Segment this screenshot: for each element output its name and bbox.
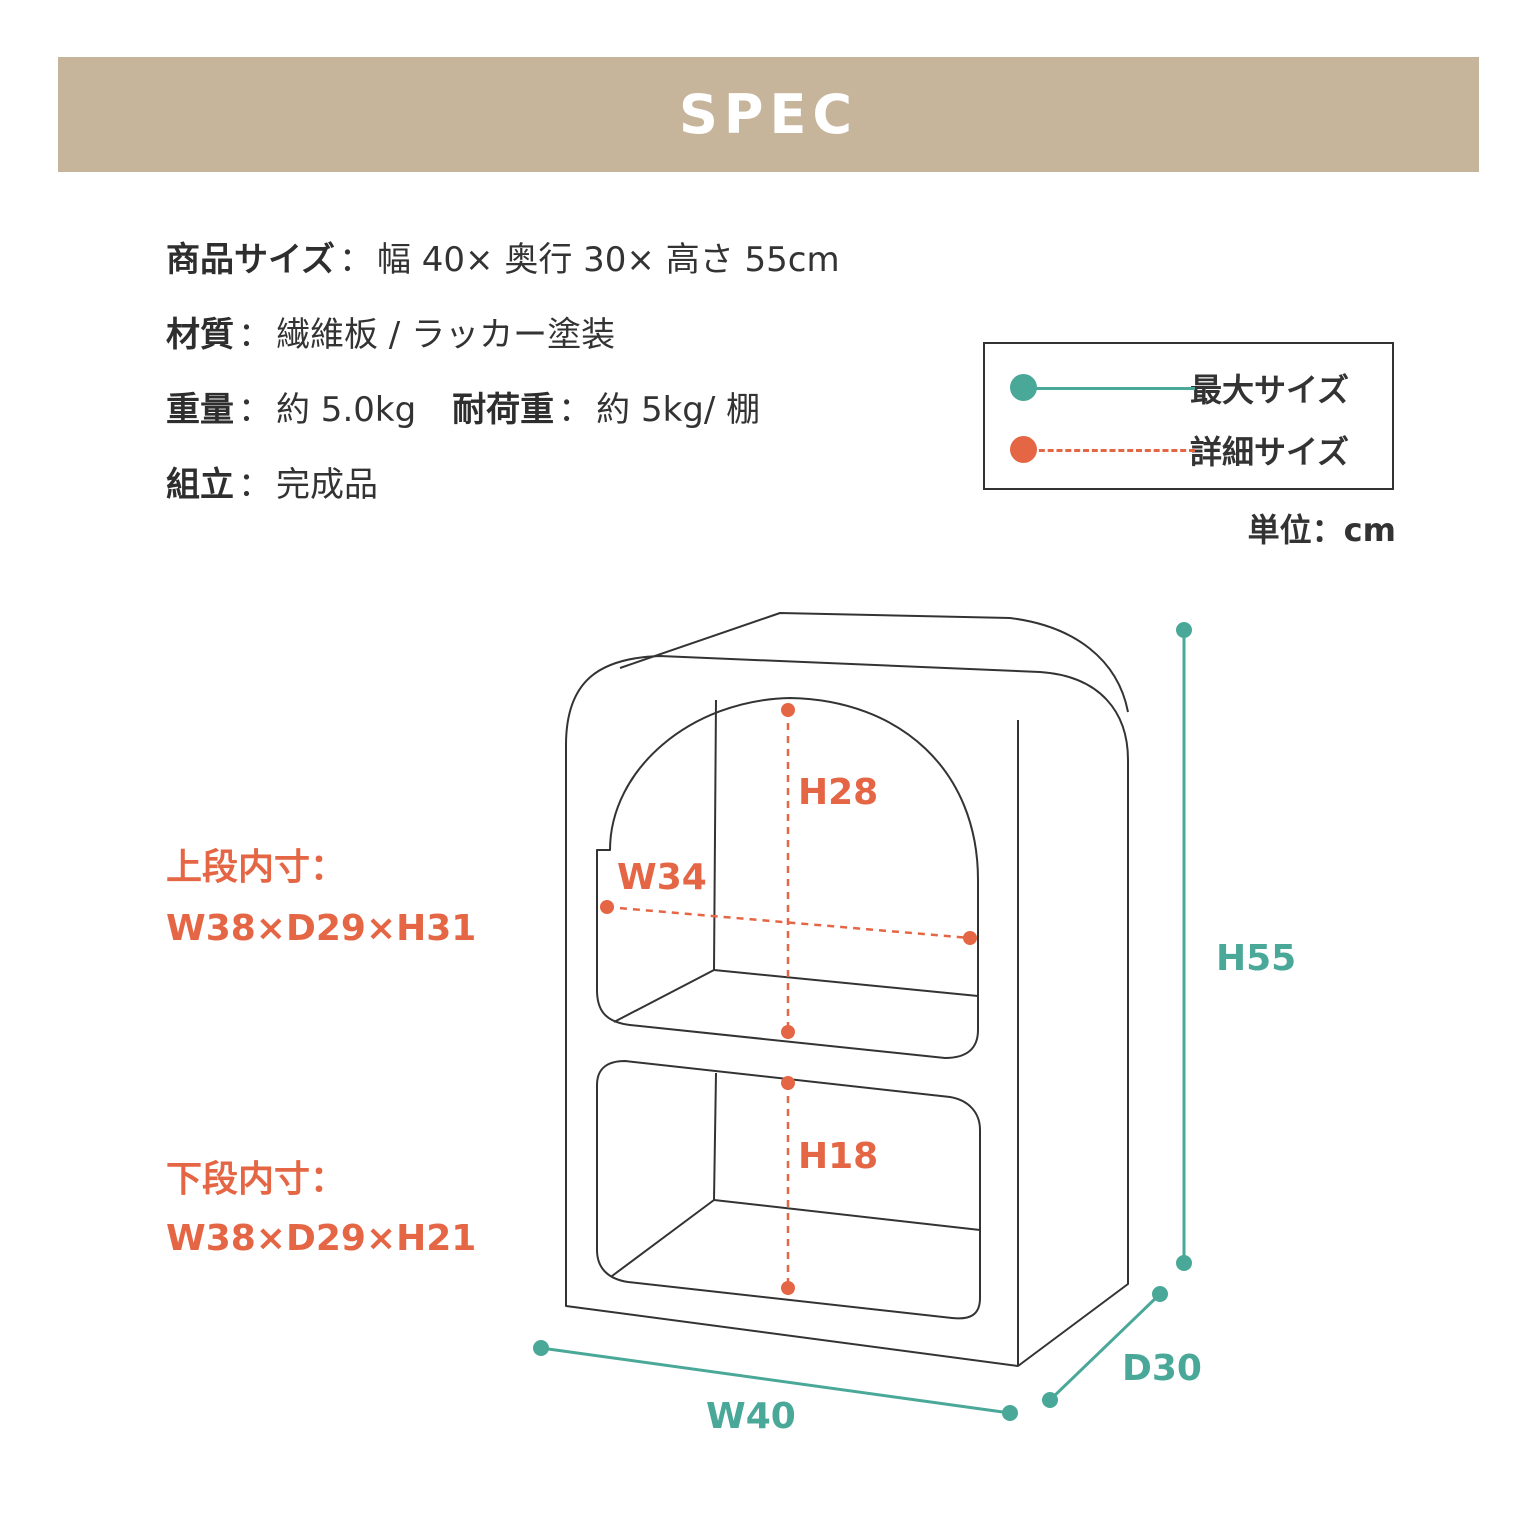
legend-detail-label: 詳細サイズ <box>1190 433 1350 471</box>
spec-size-sep: ： <box>338 239 373 280</box>
h18-bottom-dot-icon <box>781 1281 795 1295</box>
legend-max-label: 最大サイズ <box>1190 371 1350 409</box>
h18-label: H18 <box>798 1136 878 1177</box>
lower-floor-edge <box>611 1199 715 1277</box>
upper-inner-title: 上段内寸： <box>166 847 347 888</box>
upper-inner-dims: W38×D29×H31 <box>166 908 477 949</box>
h28-bottom-dot-icon <box>781 1025 795 1039</box>
spec-row-weight: 重量 ： 約 5.0kg 耐荷重 ： 約 5kg/ 棚 <box>166 372 840 447</box>
spec-material-value: 繊維板 / ラッカー塗装 <box>276 314 616 355</box>
legend-item-detail: 詳細サイズ <box>985 420 1392 480</box>
w34-left-dot-icon <box>600 900 614 914</box>
w40-left-dot-icon <box>533 1340 549 1356</box>
spec-size-value: 幅 40× 奥行 30× 高さ 55cm <box>376 239 840 280</box>
h28-label: H28 <box>798 772 878 813</box>
legend-item-max: 最大サイズ <box>985 358 1392 418</box>
h28-top-dot-icon <box>781 703 795 717</box>
spec-assembly-sep: ： <box>238 464 272 505</box>
w34-label: W34 <box>617 857 707 898</box>
upper-opening-outline <box>596 697 979 1059</box>
upper-back-panel <box>713 699 979 997</box>
spec-material-label: 材質 <box>166 314 234 355</box>
lower-inner-dims: W38×D29×H21 <box>166 1218 477 1259</box>
spec-assembly-value: 完成品 <box>276 464 378 505</box>
h55-label: H55 <box>1216 938 1296 979</box>
w34-right-dot-icon <box>963 931 977 945</box>
d30-line <box>1048 1292 1162 1402</box>
shelf-outer-outline <box>565 655 1129 1367</box>
spec-weight-sep: ： <box>238 389 272 430</box>
d30-label: D30 <box>1122 1348 1202 1389</box>
w40-right-dot-icon <box>1002 1405 1018 1421</box>
spec-weight-label: 重量 <box>166 389 234 430</box>
spec-material-sep: ： <box>238 314 272 355</box>
h55-top-dot-icon <box>1176 622 1192 638</box>
h18-top-dot-icon <box>781 1076 795 1090</box>
d30-right-dot-icon <box>1152 1286 1168 1302</box>
solid-line-icon <box>1030 387 1195 390</box>
spec-row-material: 材質 ： 繊維板 / ラッカー塗装 <box>166 297 840 372</box>
spec-row-assembly: 組立 ： 完成品 <box>166 447 840 522</box>
spec-assembly-label: 組立 <box>166 464 234 505</box>
legend-max-swatch <box>1010 373 1200 403</box>
w40-line <box>540 1346 1011 1415</box>
spec-weight-value: 約 5.0kg <box>276 389 417 430</box>
spec-row-size: 商品サイズ ： 幅 40× 奥行 30× 高さ 55cm <box>166 222 840 297</box>
lower-opening-outline <box>596 1060 981 1320</box>
spec-list: 商品サイズ ： 幅 40× 奥行 30× 高さ 55cm 材質 ： 繊維板 / … <box>166 222 840 522</box>
w40-label: W40 <box>706 1396 796 1437</box>
spec-load-label: 耐荷重 <box>452 389 555 430</box>
dashed-line-icon <box>1030 449 1195 452</box>
d30-left-dot-icon <box>1042 1392 1058 1408</box>
legend-box: 最大サイズ 詳細サイズ <box>983 342 1394 490</box>
header-title: SPEC <box>679 83 858 146</box>
legend-detail-swatch <box>1010 435 1200 465</box>
lower-inner-title: 下段内寸： <box>166 1159 347 1200</box>
shelf-top-surface <box>619 612 1129 713</box>
upper-floor-edge <box>613 969 715 1023</box>
spec-load-sep: ： <box>558 389 593 430</box>
spec-header: SPEC <box>58 57 1479 172</box>
w34-dashed-line <box>606 905 971 940</box>
spec-size-label: 商品サイズ <box>166 239 335 280</box>
h55-bottom-dot-icon <box>1176 1255 1192 1271</box>
unit-label: 単位：cm <box>1247 511 1396 549</box>
spec-load-value: 約 5kg/ 棚 <box>596 389 761 430</box>
